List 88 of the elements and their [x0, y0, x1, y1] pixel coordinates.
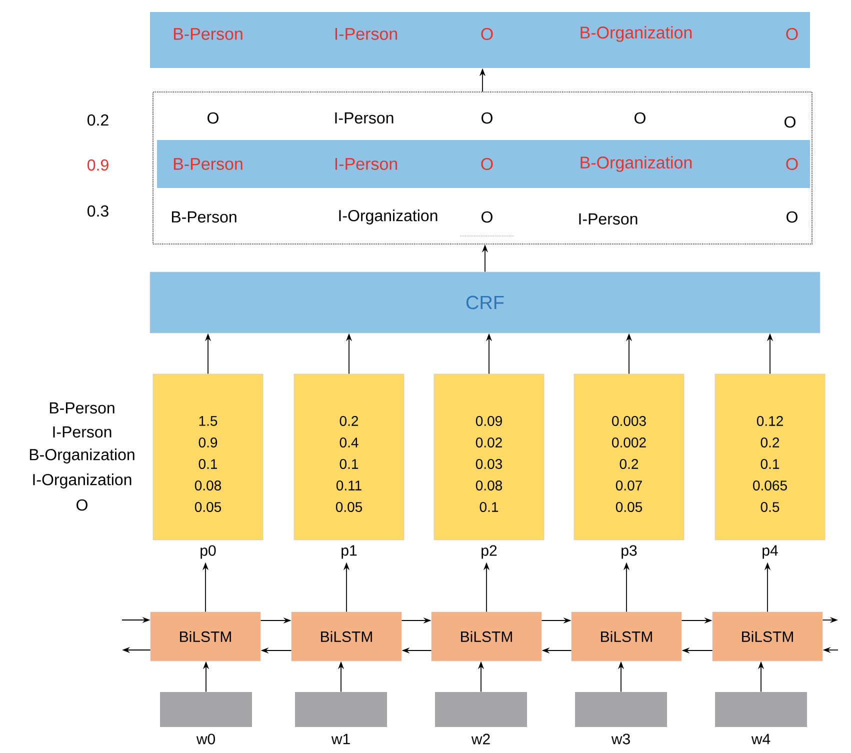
score-value: 1.5 — [199, 416, 218, 426]
score-value: 0.08 — [194, 480, 222, 490]
row-label: B-Organization — [30, 448, 134, 464]
row-label: O — [482, 112, 492, 124]
tag-label: O — [481, 158, 493, 170]
score-value: 0.07 — [616, 480, 642, 490]
cell-label: BiLSTM — [180, 631, 231, 642]
tag-label: B-Organization — [580, 156, 692, 172]
tag-label: B-Person — [174, 28, 242, 40]
tag-label: I-Person — [335, 158, 398, 170]
row-label: B-Person — [172, 211, 236, 223]
position-label: w4 — [751, 734, 770, 744]
score-value: 0.05 — [336, 502, 362, 512]
score-value: 0.11 — [336, 480, 362, 490]
row-label: O — [784, 116, 796, 128]
row-label: O — [482, 211, 492, 223]
crf-box — [150, 272, 820, 334]
crf-label: CRF — [466, 296, 504, 310]
score-box — [574, 374, 684, 540]
tag-label: B-Person — [174, 158, 242, 170]
score-value: 0.4 — [340, 438, 358, 448]
score-value: 0.9 — [198, 438, 218, 448]
word-box — [575, 692, 667, 727]
bilstm-box — [291, 612, 402, 662]
score-value: 0.1 — [198, 459, 218, 469]
score-box — [714, 374, 826, 540]
cell-label: BiLSTM — [461, 631, 512, 642]
output-bar — [150, 12, 810, 68]
candidate-box — [152, 92, 812, 244]
cell-label: BiLSTM — [742, 631, 793, 642]
bilstm-box — [571, 612, 682, 662]
row-label: I-Person — [335, 112, 394, 124]
score-value: 0.09 — [476, 416, 502, 426]
row-label: 0.3 — [88, 205, 108, 217]
row-label: B-Person — [50, 402, 114, 414]
tag-label: O — [786, 158, 798, 170]
row-label: 0.9 — [88, 159, 108, 171]
word-box — [435, 692, 527, 727]
tag-label: O — [786, 28, 798, 40]
score-value: 0.08 — [476, 480, 502, 490]
tag-label: O — [481, 28, 493, 40]
score-value: 0.2 — [760, 438, 780, 448]
bilstm-box — [712, 612, 823, 662]
row-label: O — [208, 112, 218, 124]
row-label: I-Organization — [339, 210, 438, 224]
score-value: 0.2 — [340, 416, 358, 426]
position-label: p2 — [482, 545, 497, 559]
score-value: 0.1 — [480, 502, 498, 512]
bilstm-box — [150, 612, 261, 662]
tag-label: B-Organization — [580, 26, 692, 42]
position-label: w3 — [611, 734, 630, 744]
position-label: w1 — [331, 734, 350, 744]
bilstm-box — [431, 612, 542, 662]
position-label: p3 — [622, 545, 637, 559]
row-label: O — [76, 499, 88, 511]
cell-label: BiLSTM — [321, 631, 372, 642]
cell-label: BiLSTM — [601, 631, 652, 642]
score-value: 0.065 — [753, 480, 787, 490]
row-label: O — [786, 211, 798, 223]
highlight-band — [157, 140, 810, 188]
score-value: 0.12 — [756, 416, 783, 426]
score-value: 0.1 — [340, 459, 358, 469]
score-box — [434, 374, 544, 540]
score-box — [152, 374, 264, 540]
row-label: 0.2 — [88, 114, 108, 126]
score-value: 0.05 — [616, 502, 642, 512]
score-value: 0.002 — [612, 438, 646, 448]
position-label: p4 — [762, 545, 778, 559]
score-value: 0.03 — [476, 459, 502, 469]
row-label: I-Organization — [33, 474, 132, 488]
word-box — [715, 692, 807, 727]
score-box — [294, 374, 404, 540]
word-box — [160, 692, 252, 727]
position-label: p0 — [200, 545, 216, 559]
score-value: 0.2 — [620, 459, 638, 469]
position-label: w2 — [471, 734, 490, 744]
score-value: 0.02 — [476, 438, 502, 448]
tag-label: I-Person — [335, 28, 398, 40]
position-label: p1 — [342, 545, 357, 559]
word-box — [295, 692, 387, 727]
row-label: I-Person — [579, 213, 638, 225]
row-label: I-Person — [53, 426, 112, 438]
score-value: 0.05 — [194, 502, 222, 512]
score-value: 0.003 — [612, 416, 646, 426]
row-label: O — [634, 112, 646, 124]
position-label: w0 — [196, 734, 215, 744]
score-value: 0.1 — [760, 459, 780, 469]
score-value: 0.5 — [760, 502, 780, 512]
